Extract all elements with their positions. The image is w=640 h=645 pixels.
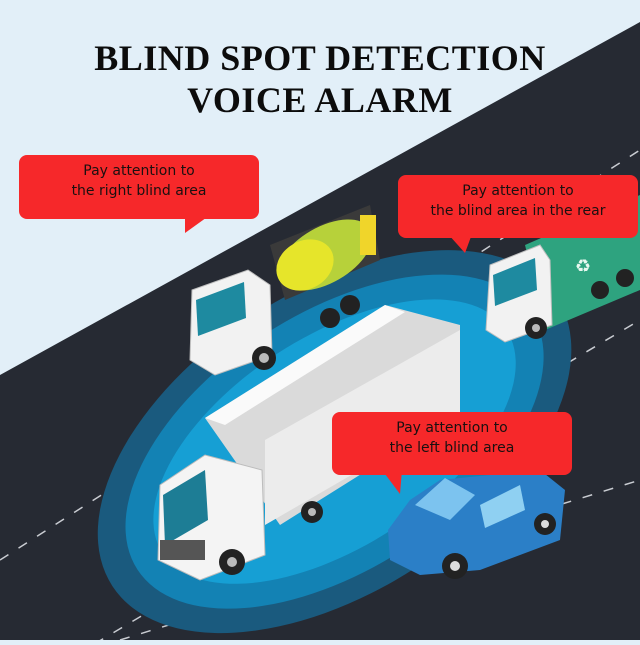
alert-text-line2: the right blind area bbox=[71, 183, 207, 199]
alert-text-line1: Pay attention to bbox=[462, 183, 574, 199]
alert-bubble-rear: Pay attention to the blind area in the r… bbox=[398, 175, 638, 238]
recycle-icon: ♻ bbox=[575, 256, 591, 277]
alert-text-line2: the left blind area bbox=[389, 440, 515, 456]
alert-bubble-left: Pay attention to the left blind area bbox=[332, 412, 572, 475]
alert-text-line1: Pay attention to bbox=[396, 420, 508, 436]
cement-mixer-truck bbox=[189, 205, 380, 376]
alert-text-line2: the blind area in the rear bbox=[430, 203, 606, 219]
page-title-line1: BLIND SPOT DETECTION bbox=[94, 38, 546, 78]
blue-van bbox=[388, 470, 565, 579]
bubble-tail-right bbox=[185, 215, 210, 233]
alert-bubble-right: Pay attention to the right blind area bbox=[19, 155, 259, 219]
bubble-tail-rear bbox=[448, 234, 472, 253]
alert-text-line1: Pay attention to bbox=[83, 163, 195, 179]
bubble-tail-left bbox=[382, 470, 402, 494]
page-title-line2: VOICE ALARM bbox=[187, 80, 453, 120]
